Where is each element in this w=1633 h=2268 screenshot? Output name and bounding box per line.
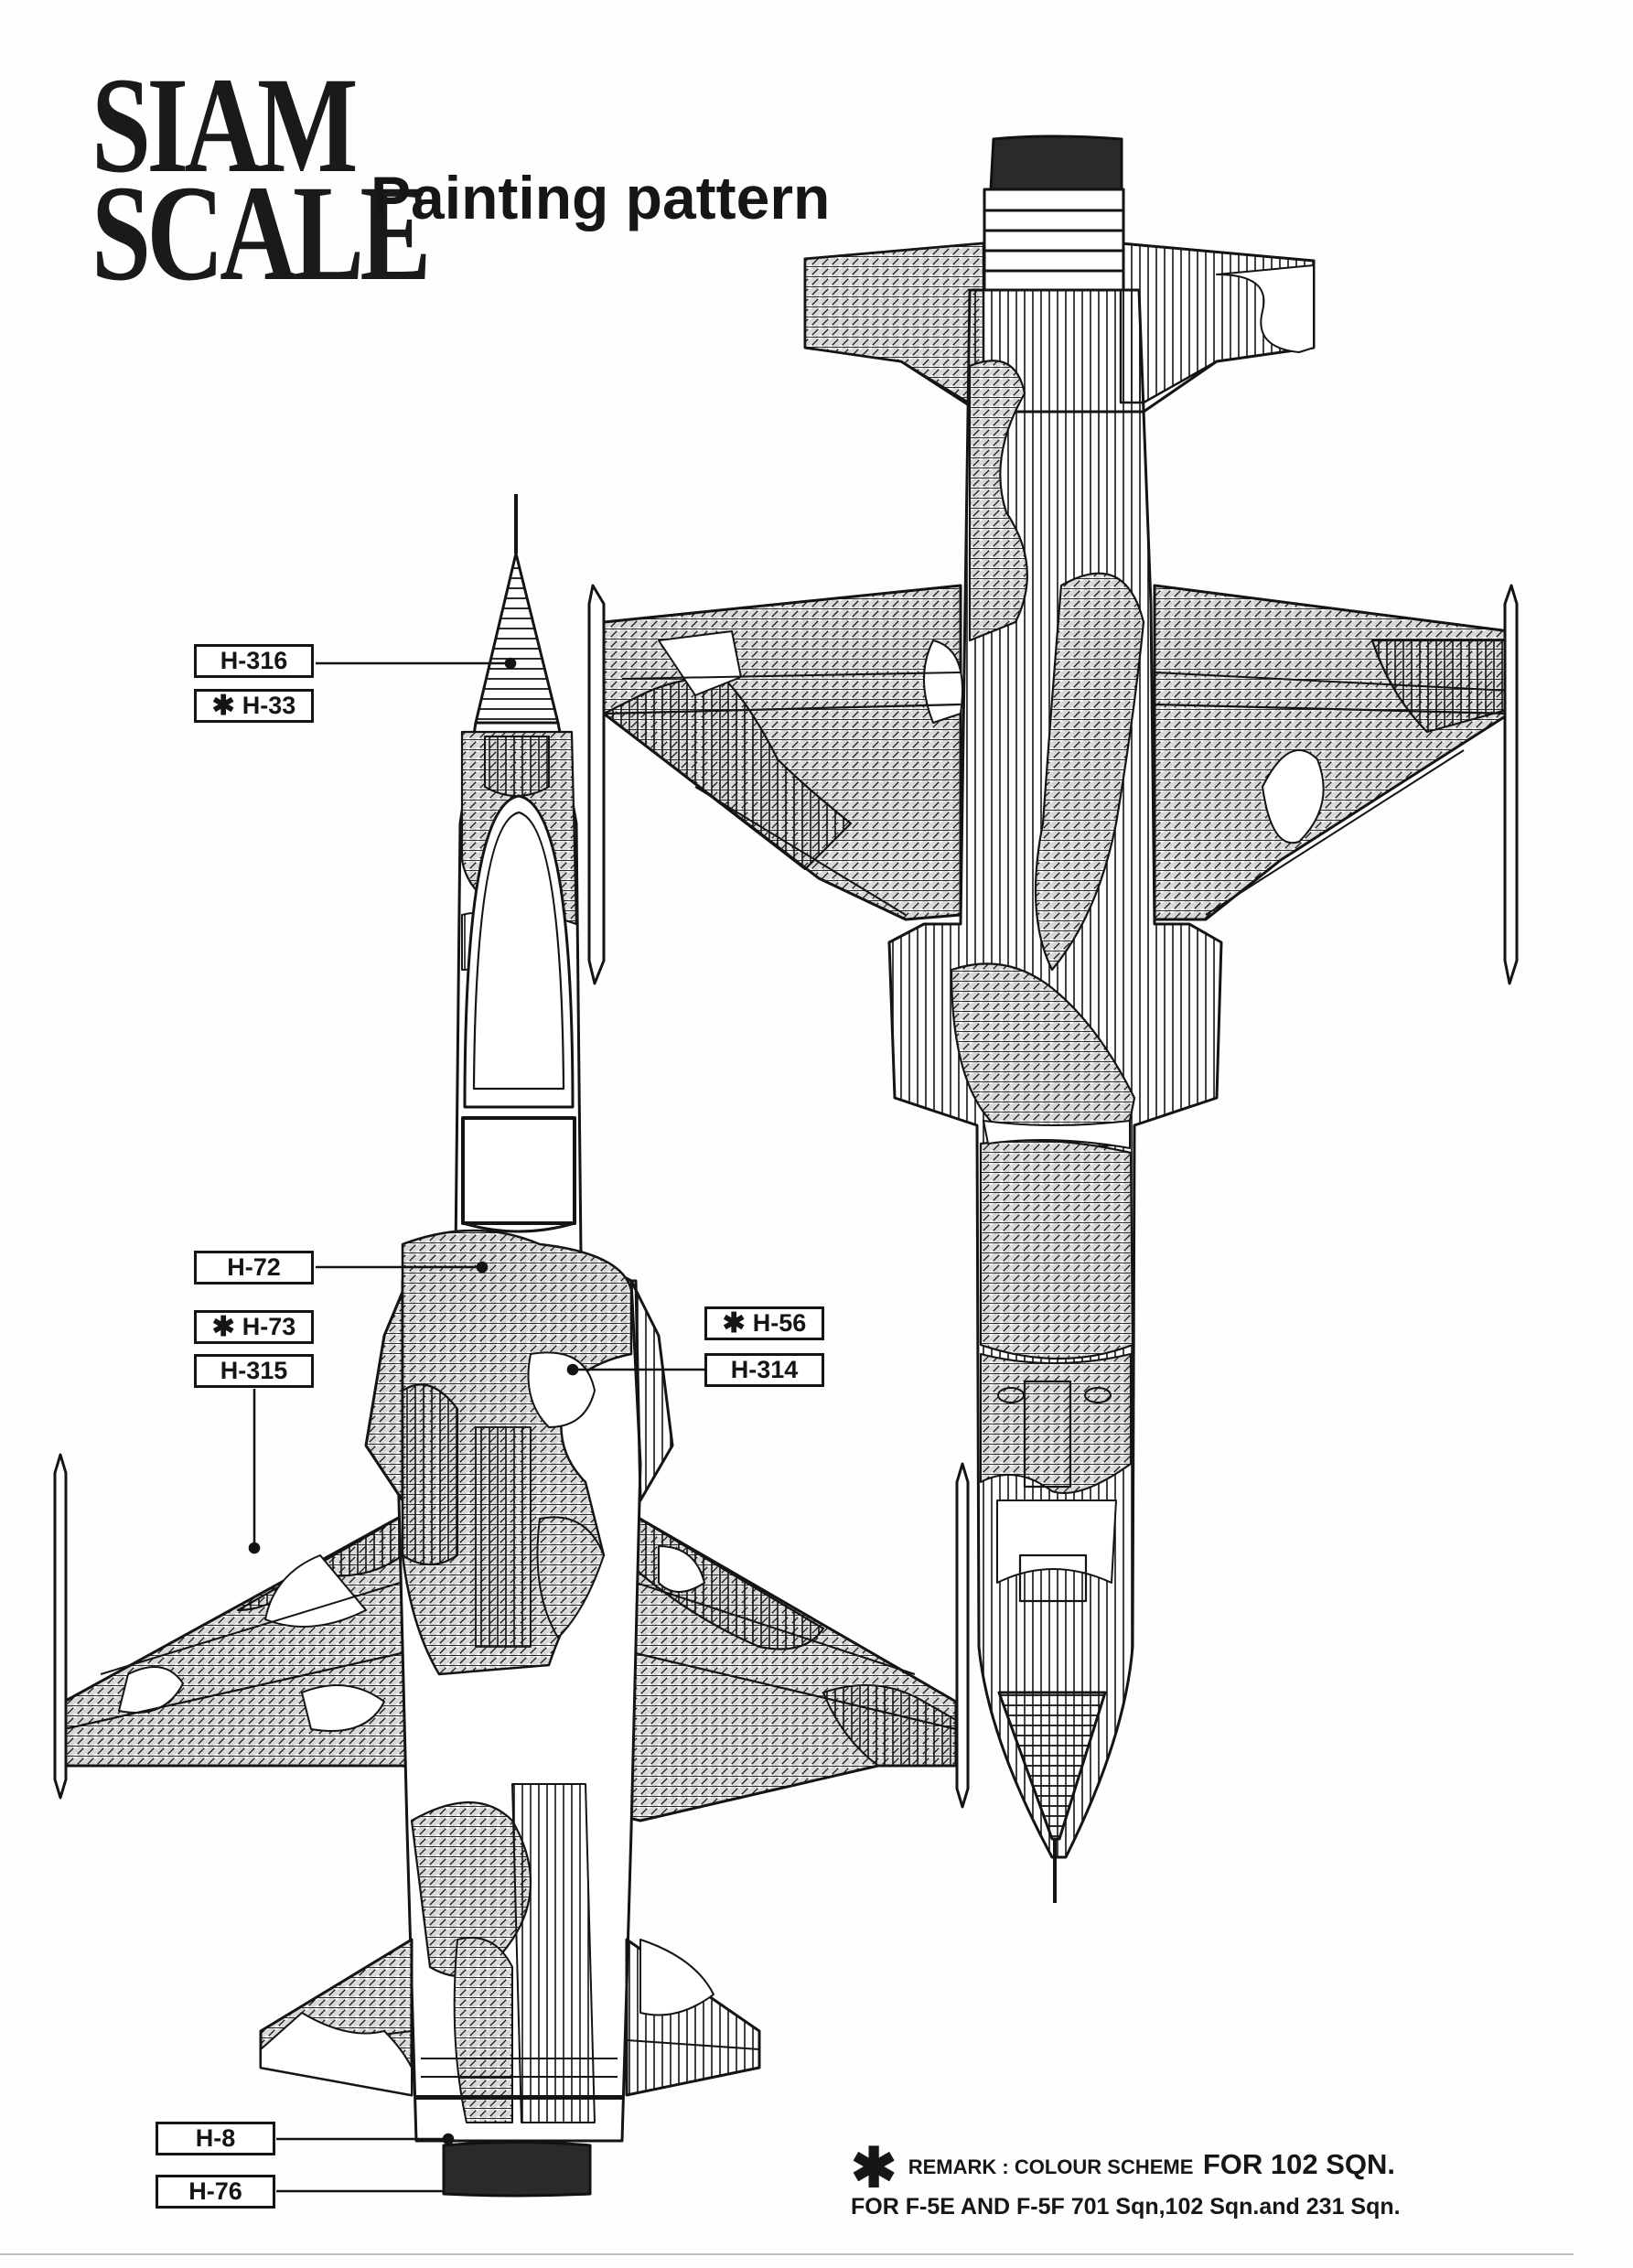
- callout-code: H-73: [242, 1313, 296, 1340]
- callout-code: H-33: [242, 692, 296, 719]
- intake-right: [629, 1279, 674, 1502]
- callout-code: H-315: [220, 1357, 288, 1384]
- wingtip-rail-left-top: [53, 1453, 68, 1800]
- nose-cone-underside: [997, 1691, 1107, 1841]
- callout-code: H-76: [188, 2177, 242, 2205]
- canopy-rear-glass: [461, 1116, 576, 1225]
- callout-code: H-316: [220, 647, 288, 674]
- remark-emphasis: FOR 102 SQN.: [1202, 2148, 1396, 2180]
- tail-section: [983, 188, 1125, 292]
- canopy-front: [472, 811, 565, 1091]
- callout-h76: H-76: [156, 2175, 275, 2209]
- paper-edge: [0, 2253, 1574, 2255]
- callout-h314: H-314: [704, 1353, 824, 1387]
- callout-code: H-8: [195, 2124, 236, 2152]
- star-icon: ✱: [211, 691, 235, 721]
- remark-note: ✱ REMARK : COLOUR SCHEME FOR 102 SQN.: [851, 2136, 1395, 2200]
- callout-leaders: [248, 657, 704, 2193]
- callout-code: H-72: [227, 1253, 281, 1281]
- callout-h315: H-315: [194, 1354, 314, 1388]
- callout-h73: ✱ H-73: [194, 1310, 314, 1344]
- callout-code: H-314: [730, 1356, 799, 1383]
- callout-h33: ✱ H-33: [194, 689, 314, 723]
- star-icon: ✱: [851, 2137, 897, 2198]
- main-wing-underside-right: [1153, 584, 1511, 921]
- applicability-footnote: FOR F-5E AND F-5F 701 Sqn,102 Sqn.and 23…: [851, 2194, 1401, 2220]
- callout-h56: ✱ H-56: [704, 1306, 824, 1340]
- page-title: Painting pattern: [371, 164, 831, 231]
- callout-h8: H-8: [156, 2122, 275, 2155]
- star-icon: ✱: [722, 1308, 746, 1338]
- callout-h316: H-316: [194, 644, 314, 678]
- intake-left: [364, 1279, 409, 1502]
- callout-h72: H-72: [194, 1251, 314, 1284]
- remark-prefix: REMARK : COLOUR SCHEME: [908, 2155, 1194, 2178]
- wingtip-rail-right: [1503, 584, 1519, 985]
- top-view-aircraft: [53, 494, 970, 2198]
- wingtip-rail-left: [587, 584, 606, 985]
- exhaust-nozzle-top: [442, 2141, 592, 2198]
- wingtip-rail-right-top: [955, 1462, 970, 1809]
- nose-cone-top: [474, 552, 560, 725]
- exhaust-nozzle: [989, 134, 1123, 194]
- underside-view-aircraft: [587, 134, 1519, 1903]
- callout-code: H-56: [752, 1309, 807, 1337]
- star-icon: ✱: [211, 1312, 235, 1342]
